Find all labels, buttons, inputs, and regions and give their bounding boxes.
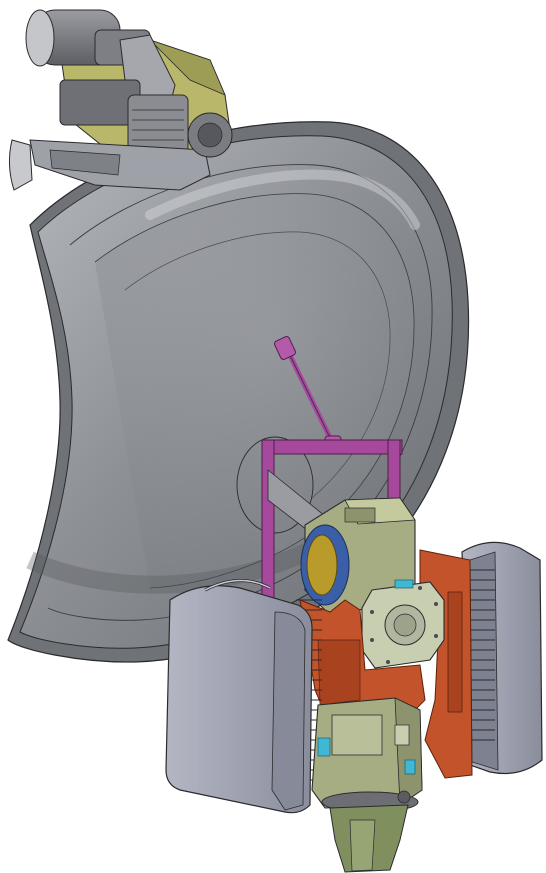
right-electronics-enclosure — [455, 541, 543, 775]
left-electronics-enclosure — [165, 578, 322, 814]
orange-yoke — [299, 599, 426, 726]
top-drive-assembly — [8, 9, 233, 191]
feed-support-strut — [274, 336, 342, 455]
pedestal-base — [321, 790, 419, 873]
elevation-gearbox — [300, 497, 445, 669]
